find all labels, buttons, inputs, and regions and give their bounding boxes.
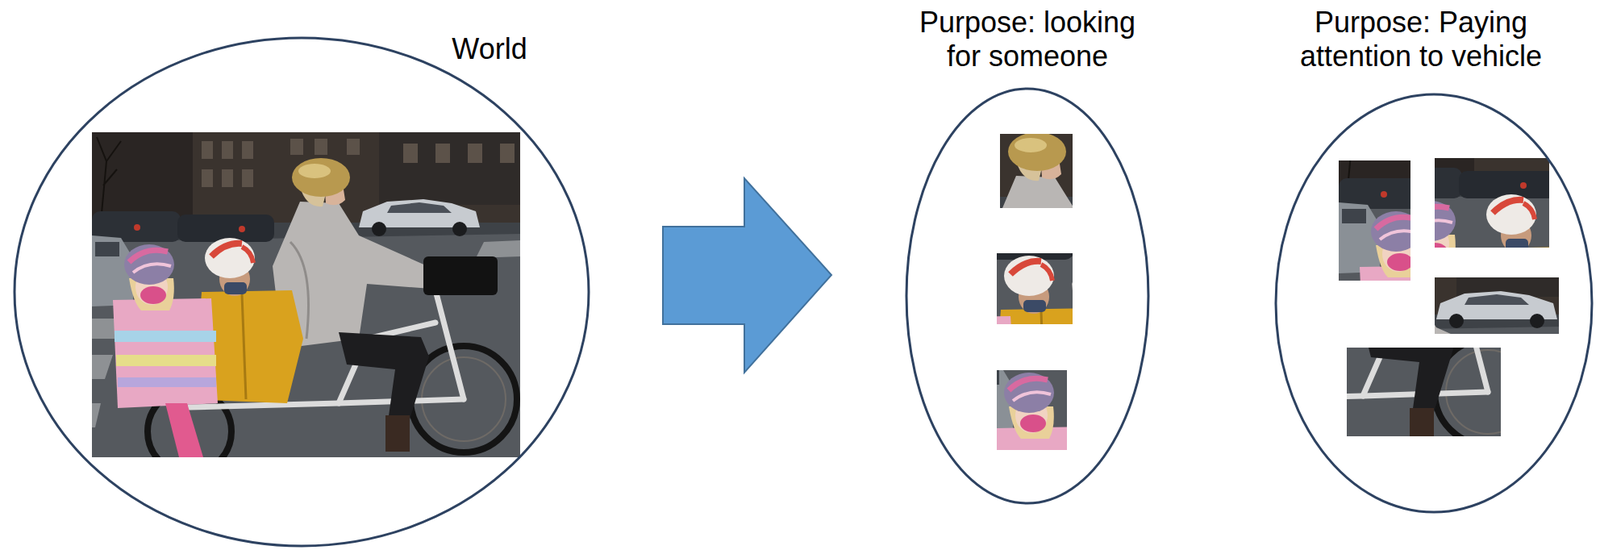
- photo-crop: [971, 260, 1400, 550]
- ellipse-border: [906, 88, 1149, 504]
- purpose-ellipse: Purpose: Paying attention to vehicle: [1274, 92, 1594, 514]
- ellipse-outline: [1274, 92, 1594, 514]
- ellipse-outline: [12, 36, 591, 548]
- street-photo: [91, 132, 521, 474]
- photo-crop: [891, 150, 1320, 492]
- block-arrow: [662, 178, 832, 373]
- ellipse-border: [14, 37, 589, 546]
- purpose-ellipse: Purpose: looking for someone: [904, 87, 1150, 505]
- world-ellipse: World: [12, 36, 591, 548]
- ellipse-outline: [904, 87, 1150, 505]
- purpose-heading: Purpose: looking for someone: [906, 5, 1149, 74]
- purpose-heading: Purpose: Paying attention to vehicle: [1287, 5, 1555, 74]
- purpose-heading: World: [451, 32, 527, 67]
- photo-crop: [1116, 125, 1545, 467]
- ellipse-border: [1275, 94, 1592, 513]
